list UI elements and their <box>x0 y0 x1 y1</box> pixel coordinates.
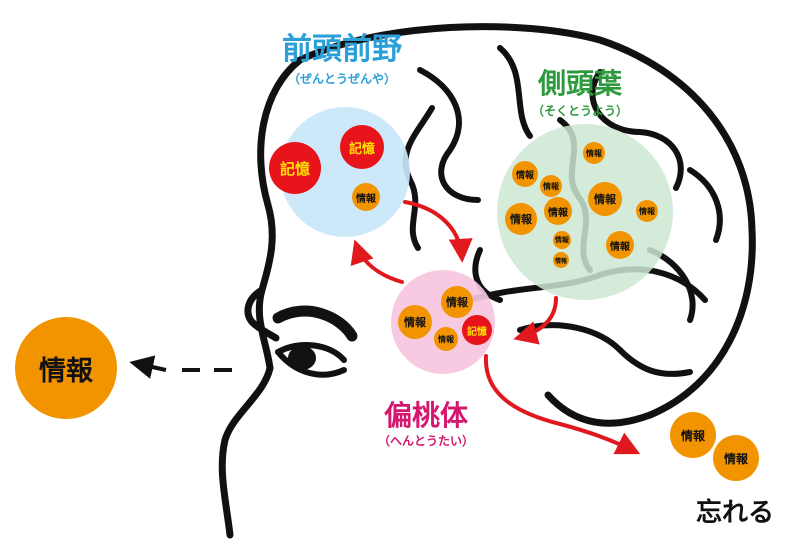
forgotten-info-token: 情報 <box>713 435 759 481</box>
info-token: 情報 <box>583 142 605 164</box>
memory-token: 記憶 <box>340 125 384 169</box>
temporal-title: 側頭葉 <box>537 67 622 100</box>
info-token: 情報 <box>540 175 562 197</box>
info-token: 情報 <box>441 286 473 318</box>
info-token: 情報 <box>398 305 432 339</box>
info-token: 情報 <box>636 200 658 222</box>
output-info-token: 情報 <box>15 317 117 419</box>
eye-area <box>272 305 358 378</box>
info-token: 情報 <box>553 252 569 268</box>
amygdala-reading: （へんとうたい） <box>377 434 474 448</box>
temporal-region <box>497 124 673 300</box>
memory-token: 記憶 <box>462 315 492 345</box>
arrow-temporal-to-amygdala <box>513 296 558 345</box>
arrow-amygdala-to-forget <box>483 354 641 455</box>
info-token: 情報 <box>434 327 458 351</box>
info-token: 情報 <box>553 231 571 249</box>
info-token: 情報 <box>505 203 537 235</box>
amygdala-title: 偏桃体 <box>383 399 468 432</box>
arrow-frontal-to-amygdala <box>403 200 473 263</box>
head-outline <box>218 23 756 539</box>
info-token: 情報 <box>544 197 572 225</box>
forget-label: 忘れる <box>695 498 774 528</box>
frontal-reading: （ぜんとうぜんや） <box>287 72 396 86</box>
arrow-amygdala-to-frontal <box>350 239 404 284</box>
info-token: 情報 <box>588 182 622 216</box>
frontal-title: 前頭前野 <box>282 32 402 67</box>
info-token: 情報 <box>606 231 634 259</box>
forgotten-info-token: 情報 <box>670 412 716 458</box>
info-token: 情報 <box>352 183 380 211</box>
temporal-reading: （そくとうよう） <box>531 104 628 118</box>
output-arrow <box>129 355 232 379</box>
memory-token: 記憶 <box>269 142 321 194</box>
eye-pupil <box>288 346 316 370</box>
flow-arrows <box>350 200 641 455</box>
info-token: 情報 <box>512 161 538 187</box>
